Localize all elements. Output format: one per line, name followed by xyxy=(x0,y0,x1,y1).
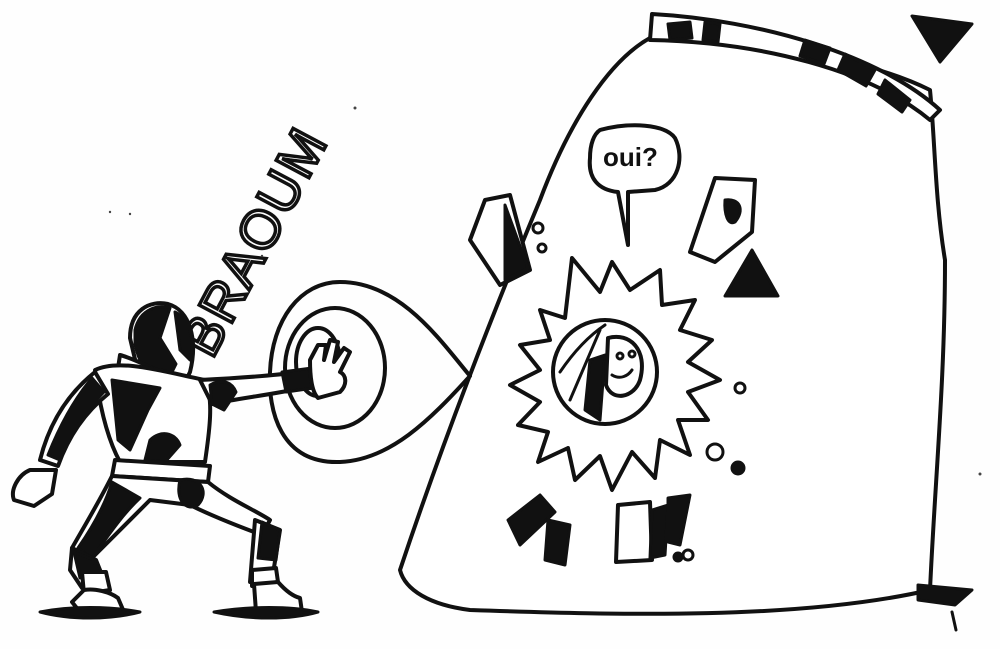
debris xyxy=(468,176,780,567)
paper-specks xyxy=(108,106,982,476)
blast-outer-teardrop xyxy=(267,280,472,465)
debris-triangle xyxy=(723,248,780,298)
hero-back-hand xyxy=(11,468,58,508)
capsule-fin-top xyxy=(910,14,974,64)
hero-boot-right xyxy=(252,580,304,614)
capsule-fin-bottom xyxy=(916,583,974,607)
explosion-burst xyxy=(508,256,722,492)
hero-shadow-left xyxy=(38,606,142,620)
speech-bubble-shape xyxy=(587,123,682,247)
hero-hand xyxy=(308,338,352,400)
speech-bubble-text: oui? xyxy=(603,142,658,172)
hero-figure xyxy=(11,301,352,620)
capsule-top-ring xyxy=(648,12,942,122)
speech-bubble: oui? xyxy=(587,123,682,247)
debris-block xyxy=(688,176,757,264)
hero-shadow-right xyxy=(212,606,320,620)
pilot-face xyxy=(604,334,644,398)
blast-middle-ring xyxy=(283,306,387,430)
